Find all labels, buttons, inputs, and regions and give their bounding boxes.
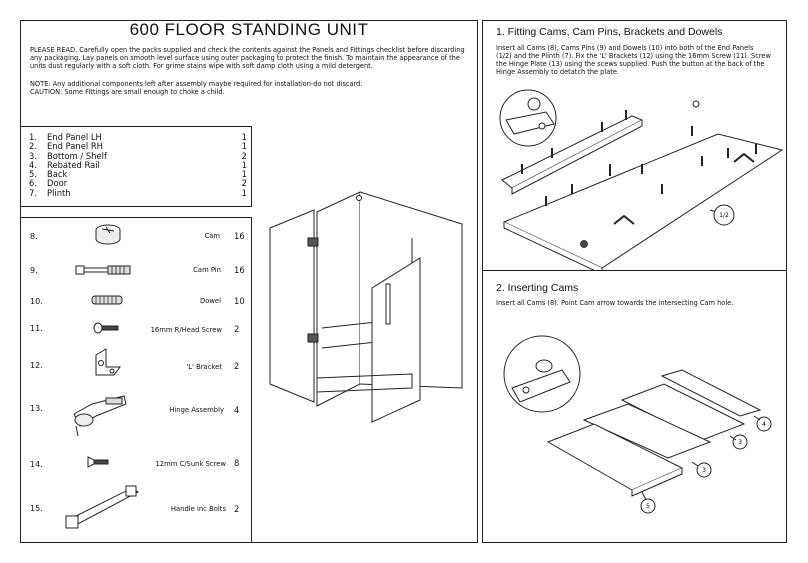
fitting-num: 10. bbox=[30, 297, 43, 306]
fitting-qty: 10 bbox=[234, 296, 245, 306]
fitting-num: 11. bbox=[30, 324, 43, 333]
fitting-name: 'L' Bracket bbox=[186, 363, 222, 371]
step-2-callout-label: 4 bbox=[762, 421, 766, 428]
step-1-callout-label: 1/2 bbox=[719, 212, 729, 219]
fitting-name: Handle inc Bolts bbox=[170, 505, 226, 513]
handle-icon bbox=[65, 485, 139, 529]
step-1-title: 1. Fitting Cams, Cam Pins, Brackets and … bbox=[496, 26, 723, 38]
fitting-name: 12mm C/Sunk Screw bbox=[155, 460, 226, 468]
csunk-screw-icon bbox=[87, 456, 109, 468]
fitting-qty: 2 bbox=[234, 504, 240, 514]
step-2-callout-label: 3 bbox=[738, 439, 742, 446]
fitting-qty: 2 bbox=[234, 361, 240, 371]
fitting-num: 14. bbox=[30, 460, 43, 469]
fitting-qty: 4 bbox=[234, 405, 240, 415]
fitting-num: 13. bbox=[30, 404, 43, 413]
hinge-icon bbox=[73, 395, 127, 437]
fitting-qty: 2 bbox=[234, 324, 240, 334]
fitting-name: Dowel bbox=[199, 297, 221, 305]
step-2-callout-label: 5 bbox=[646, 503, 650, 510]
fitting-name: Cam Pin bbox=[193, 266, 221, 274]
read-notice: PLEASE READ. Carefully open the packs su… bbox=[30, 46, 465, 70]
step-1-illustration: 1/2 bbox=[499, 89, 784, 270]
fitting-qty: 16 bbox=[234, 231, 245, 241]
step-1-text: Insert all Cams (8), Cams Pins (9) and D… bbox=[496, 44, 771, 76]
caution-text: CAUTION: Some Fittings are small enough … bbox=[30, 88, 225, 96]
fittings-box bbox=[20, 217, 252, 543]
cabinet-illustration bbox=[269, 191, 463, 423]
fitting-num: 9. bbox=[30, 266, 38, 275]
fitting-qty: 16 bbox=[234, 265, 245, 275]
step-2-callout-label: 3 bbox=[702, 467, 706, 474]
fitting-qty: 8 bbox=[234, 458, 240, 468]
dowel-icon bbox=[91, 295, 123, 305]
cam-pin-icon bbox=[75, 265, 131, 275]
fitting-name: Hinge Assembly bbox=[169, 406, 224, 414]
note-text: NOTE: Any additional components left aft… bbox=[30, 80, 363, 88]
step-2-illustration: 4 3 3 5 bbox=[503, 335, 772, 514]
l-bracket-icon bbox=[95, 348, 121, 376]
right-divider bbox=[482, 270, 787, 271]
fitting-num: 12. bbox=[30, 361, 43, 370]
panels-box bbox=[20, 126, 252, 207]
step-2-text: Insert all Cams (8). Point Cam arrow tow… bbox=[496, 299, 734, 307]
right-frame bbox=[482, 20, 787, 543]
step-1-callout bbox=[713, 204, 735, 226]
fitting-num: 15. bbox=[30, 504, 43, 513]
fitting-name: Cam bbox=[204, 232, 220, 240]
screw-icon bbox=[93, 322, 119, 334]
page-title: 600 FLOOR STANDING UNIT bbox=[129, 20, 369, 39]
step-2-title: 2. Inserting Cams bbox=[496, 282, 579, 294]
cam-icon bbox=[95, 224, 121, 245]
fitting-name: 16mm R/Head Screw bbox=[150, 326, 222, 334]
fitting-num: 8. bbox=[30, 232, 38, 241]
